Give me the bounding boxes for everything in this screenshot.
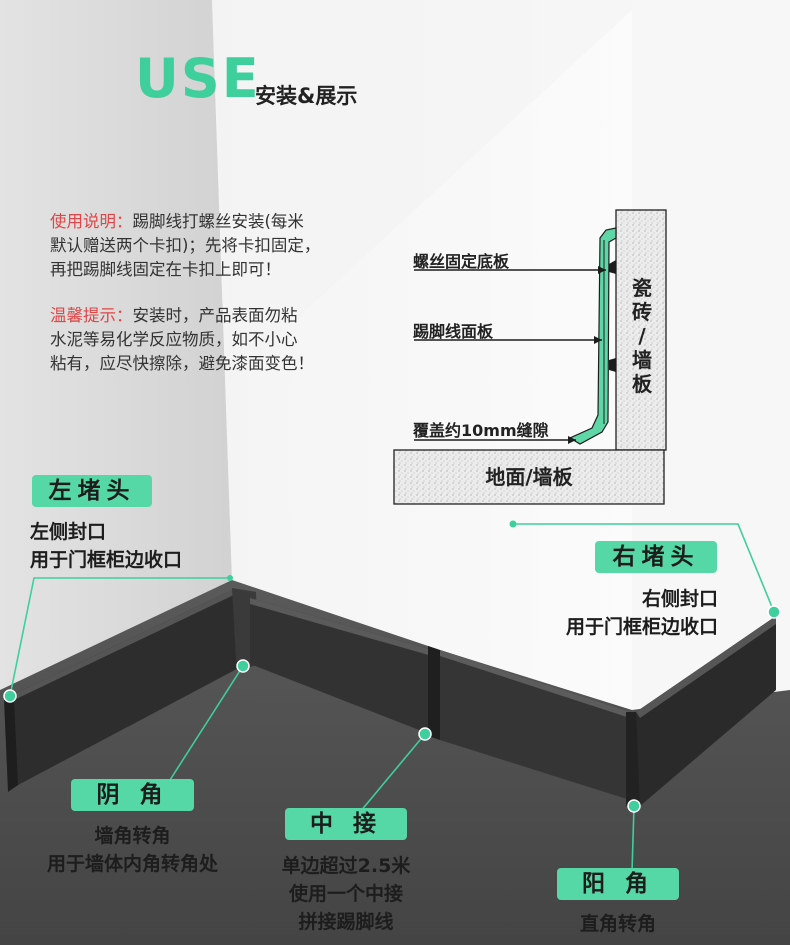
- usage-line: 默认赠送两个卡扣)；先将卡扣固定，: [50, 236, 321, 255]
- floor-label: 地面/墙板: [485, 465, 573, 489]
- wall-label-char: 瓷: [632, 276, 652, 300]
- tip-line: 粘有，应尽快擦除，避免漆面变色！: [50, 354, 314, 373]
- wall-label-char: 墙: [632, 348, 652, 372]
- use-subtitle: 安装&展示: [255, 84, 358, 108]
- tip-line: 安装时，产品表面勿粘: [132, 306, 298, 325]
- wall-label-char: /: [638, 324, 646, 348]
- desc-line: 直角转角: [579, 913, 656, 935]
- middle-joint-desc: 单边超过2.5米 使用一个中接 拼接踢脚线: [246, 852, 446, 936]
- middle-joint-shape: [428, 646, 440, 740]
- left-end-cap-desc: 左侧封口 用于门框柜边收口: [30, 518, 182, 574]
- usage-instructions: 使用说明：踢脚线打螺丝安装(每米 默认赠送两个卡扣)；先将卡扣固定， 再把踢脚线…: [50, 210, 380, 282]
- left-end-cap-tag: 左堵头: [32, 475, 152, 507]
- desc-line: 拼接踢脚线: [298, 911, 394, 933]
- inner-corner-tag: 阴 角: [71, 779, 194, 811]
- usage-label: 使用说明：: [50, 212, 133, 231]
- middle-joint-tag: 中 接: [285, 808, 407, 840]
- tip-label: 温馨提示：: [50, 306, 133, 325]
- label-gap-cover: 覆盖约10mm缝隙: [413, 421, 549, 440]
- desc-line: 单边超过2.5米: [281, 855, 411, 877]
- label-screw-base: 螺丝固定底板: [413, 252, 510, 271]
- tip-line: 水泥等易化学反应物质，如不小心: [50, 330, 298, 349]
- desc-line: 右侧封口: [641, 588, 718, 610]
- inner-corner-desc: 墙角转角 用于墙体内角转角处: [20, 822, 245, 878]
- label-face-panel: 踢脚线面板: [413, 322, 494, 341]
- outer-corner-shape: [626, 712, 640, 808]
- desc-line: 用于门框柜边收口: [565, 616, 718, 638]
- wall-block: [615, 209, 667, 451]
- desc-line: 使用一个中接: [288, 883, 403, 905]
- cross-section-diagram: [393, 209, 667, 505]
- outer-corner-desc: 直角转角: [518, 910, 718, 938]
- tip-instructions: 温馨提示：安装时，产品表面勿粘 水泥等易化学反应物质，如不小心 粘有，应尽快擦除…: [50, 304, 380, 376]
- desc-line: 用于门框柜边收口: [30, 549, 183, 571]
- left-end-cap-shape: [4, 700, 18, 792]
- usage-line: 再把踢脚线固定在卡扣上即可！: [50, 260, 281, 279]
- usage-line: 踢脚线打螺丝安装(每米: [132, 212, 304, 231]
- wall-label-char: 板: [632, 372, 652, 396]
- wall-label-char: 砖: [632, 300, 652, 324]
- left-wall: [0, 0, 232, 690]
- skirting-back: [250, 598, 432, 735]
- desc-line: 左侧封口: [30, 521, 107, 543]
- skirting-right: [636, 616, 776, 806]
- use-title: USE: [135, 47, 261, 110]
- right-end-cap-desc: 右侧封口 用于门框柜边收口: [480, 585, 718, 641]
- right-end-cap-tag: 右堵头: [595, 541, 717, 573]
- skirting-left: [8, 590, 250, 785]
- right-wall: [632, 0, 790, 710]
- floor-block: [393, 449, 665, 505]
- wall-label: 瓷 砖 / 墙 板: [617, 276, 667, 396]
- desc-line: 用于墙体内角转角处: [46, 853, 218, 875]
- outer-corner-tag: 阳 角: [557, 868, 679, 900]
- desc-line: 墙角转角: [94, 825, 171, 847]
